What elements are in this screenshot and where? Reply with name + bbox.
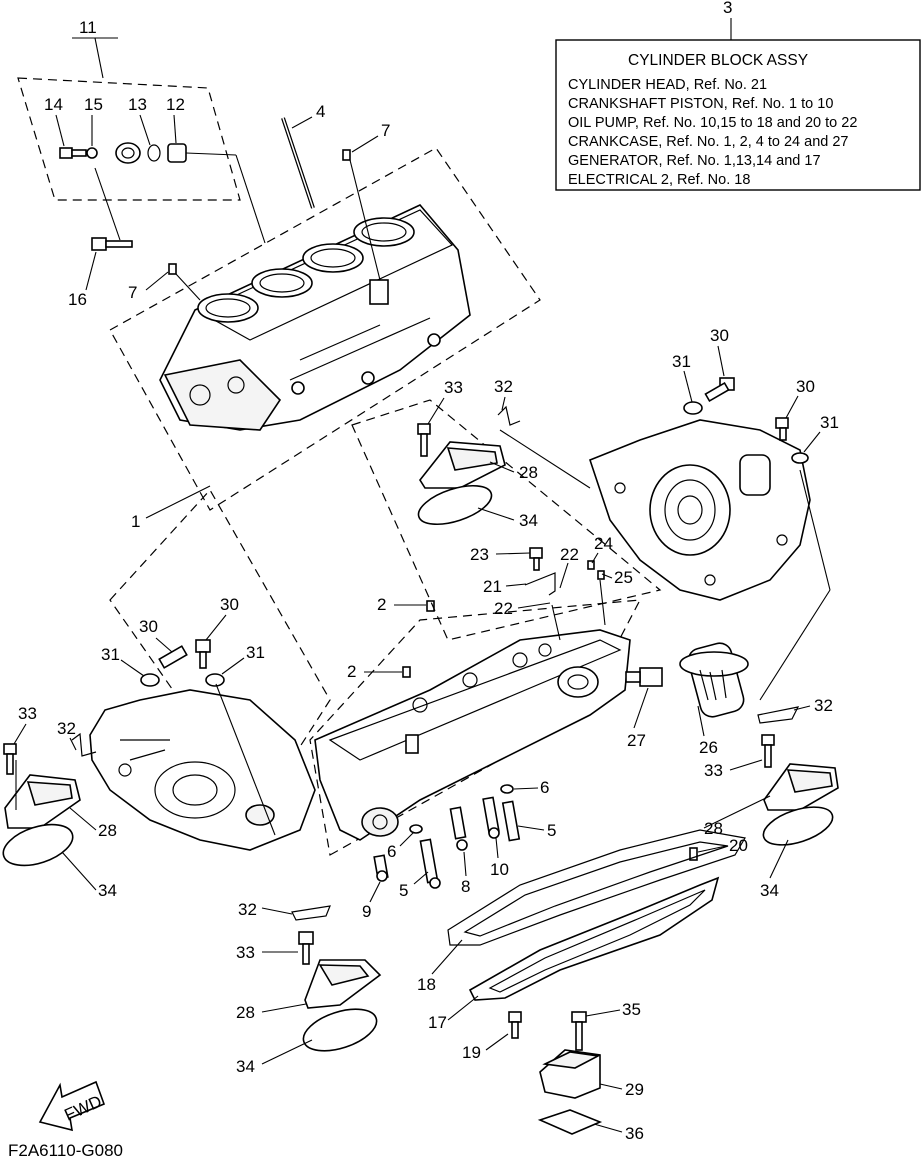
- callout-28-left: 28: [98, 821, 117, 840]
- crankcase-bolts: [373, 784, 521, 889]
- module-29-group: [537, 1011, 603, 1135]
- callout-28-upper: 28: [519, 463, 538, 482]
- callout-15: 15: [84, 95, 103, 114]
- callout-33-upper: 33: [444, 378, 463, 397]
- dowel-7-lower: [168, 263, 177, 275]
- front-cover-left: [89, 488, 331, 851]
- part-group-11: [17, 37, 266, 244]
- assy-line-3: OIL PUMP, Ref. No. 10,15 to 18 and 20 to…: [568, 115, 857, 131]
- callout-31-left-b: 31: [246, 643, 265, 662]
- callout-31-left-a: 31: [101, 645, 120, 664]
- callout-36: 36: [625, 1124, 644, 1143]
- callout-5-left: 5: [399, 881, 408, 900]
- callout-19: 19: [462, 1043, 481, 1062]
- callout-29: 29: [625, 1080, 644, 1099]
- callout-25: 25: [614, 568, 633, 587]
- figure-code: F2A6110-G080: [8, 1141, 123, 1159]
- bolt-16: [91, 167, 133, 251]
- callout-3: 3: [723, 0, 732, 17]
- callout-30-left-a: 30: [220, 595, 239, 614]
- callout-32-right: 32: [814, 696, 833, 715]
- callout-7-lower: 7: [128, 283, 137, 302]
- callout-32-lower: 32: [238, 900, 257, 919]
- callout-20: 20: [729, 836, 748, 855]
- callout-6-right: 6: [540, 778, 549, 797]
- dowel-20: [689, 847, 698, 861]
- lower-left-mount: [291, 905, 382, 1052]
- callout-2-upper: 2: [377, 595, 386, 614]
- callout-26: 26: [699, 738, 718, 757]
- cylinder-block: [109, 147, 541, 511]
- assy-line-5: GENERATOR, Ref. No. 1,13,14 and 17: [568, 153, 821, 169]
- crankcase: [309, 547, 642, 856]
- callout-2-lower: 2: [347, 662, 356, 681]
- callout-13: 13: [128, 95, 147, 114]
- oil-pan-17: [468, 876, 720, 1039]
- fwd-arrow-icon: FWD: [38, 1080, 106, 1132]
- assy-line-2: CRANKSHAFT PISTON, Ref. No. 1 to 10: [568, 96, 833, 112]
- callout-7-upper: 7: [381, 121, 390, 140]
- callout-labels: 11 14 15 13 12 4 7 16 7 1 33 32 28 34 30…: [13, 18, 839, 1143]
- callout-27: 27: [627, 731, 646, 750]
- callout-35: 35: [622, 1000, 641, 1019]
- callout-8: 8: [461, 877, 470, 896]
- callout-32-upper: 32: [494, 377, 513, 396]
- callout-22-b: 22: [494, 599, 513, 618]
- callout-16: 16: [68, 290, 87, 309]
- rear-cover-right: [351, 377, 831, 701]
- gasket-18: [447, 829, 746, 946]
- upper-mount: [417, 405, 591, 526]
- callout-34-lower: 34: [236, 1057, 255, 1076]
- callout-10: 10: [490, 860, 509, 879]
- callout-30-right-a: 30: [710, 326, 729, 345]
- callout-14: 14: [44, 95, 63, 114]
- callout-11: 11: [79, 18, 97, 37]
- assy-line-4: CRANKCASE, Ref. No. 1, 2, 4 to 24 and 27: [568, 134, 848, 150]
- callout-30-left-b: 30: [139, 617, 158, 636]
- callout-1: 1: [131, 512, 140, 531]
- callout-4: 4: [316, 102, 325, 121]
- callout-6-left: 6: [387, 842, 396, 861]
- callout-12: 12: [166, 95, 185, 114]
- callout-32-left: 32: [57, 719, 76, 738]
- assy-line-6: ELECTRICAL 2, Ref. No. 18: [568, 172, 750, 188]
- callout-30-right-b: 30: [796, 377, 815, 396]
- callout-24: 24: [594, 534, 613, 553]
- callout-21: 21: [483, 577, 502, 596]
- callout-28-lower: 28: [236, 1003, 255, 1022]
- assy-box-title: CYLINDER BLOCK ASSY: [628, 52, 808, 69]
- callout-33-right: 33: [704, 761, 723, 780]
- callout-34-upper: 34: [519, 511, 538, 530]
- callout-31-right-b: 31: [820, 413, 839, 432]
- left-mount: [2, 732, 97, 867]
- callout-34-right: 34: [760, 881, 779, 900]
- cylinder-block-assy-box: 3 CYLINDER BLOCK ASSY CYLINDER HEAD, Ref…: [555, 0, 921, 191]
- callout-9: 9: [362, 902, 371, 921]
- callout-33-left: 33: [18, 704, 37, 723]
- stud-4: [281, 117, 315, 209]
- oil-filter-26: [679, 642, 749, 718]
- callout-22-a: 22: [560, 545, 579, 564]
- callout-17: 17: [428, 1013, 447, 1032]
- callout-34-left: 34: [98, 881, 117, 900]
- callout-18: 18: [417, 975, 436, 994]
- callout-28-right: 28: [704, 819, 723, 838]
- dowel-7-upper: [342, 149, 351, 161]
- right-lower-mount: [757, 706, 839, 846]
- callout-31-right-a: 31: [672, 352, 691, 371]
- assy-line-1: CYLINDER HEAD, Ref. No. 21: [568, 77, 767, 93]
- callout-23: 23: [470, 545, 489, 564]
- callout-33-lower: 33: [236, 943, 255, 962]
- fitting-27: [625, 667, 663, 687]
- callout-5-right: 5: [547, 821, 556, 840]
